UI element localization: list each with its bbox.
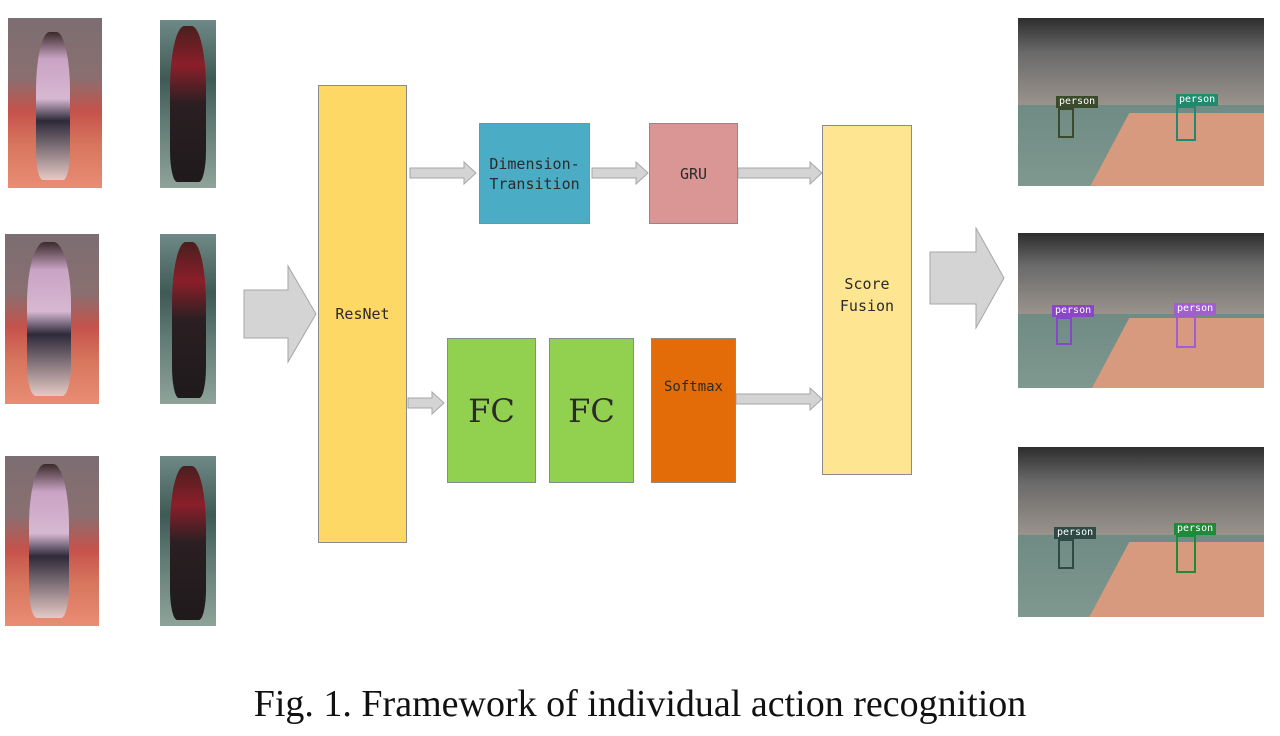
detection-box-left: [1058, 539, 1074, 569]
fc-1-label: FC: [468, 391, 515, 430]
output-frame-2: person person: [1018, 233, 1264, 388]
detection-box-left: [1058, 108, 1074, 138]
arrow-resnet-to-fc: [407, 390, 445, 416]
input-crop-player-2-frame-3: [160, 456, 216, 626]
detection-box-left: [1056, 317, 1072, 345]
dimension-transition-label-line-1: Dimension-: [489, 154, 580, 173]
input-arrow: [243, 264, 317, 364]
detection-label-right: person: [1174, 523, 1217, 535]
input-crop-player-1-frame-2: [5, 234, 99, 404]
score-fusion-block: Score Fusion: [822, 125, 912, 475]
detection-label-left: person: [1052, 305, 1095, 317]
fc-block-1: FC: [447, 338, 536, 483]
arrow-softmax-to-score-fusion: [735, 386, 823, 412]
output-arrow: [929, 226, 1005, 330]
figure-caption: Fig. 1. Framework of individual action r…: [253, 683, 1027, 725]
dimension-transition-block: Dimension- Transition: [479, 123, 590, 224]
detection-label-left: person: [1054, 527, 1097, 539]
gru-block: GRU: [649, 123, 738, 224]
softmax-label: Softmax: [663, 379, 723, 395]
detection-label-left: person: [1056, 96, 1099, 108]
gru-label: GRU: [679, 164, 708, 183]
fc-block-2: FC: [549, 338, 634, 483]
detection-box-right: [1176, 315, 1196, 348]
resnet-block: ResNet: [318, 85, 407, 543]
detection-box-right: [1176, 535, 1196, 573]
arrow-resnet-to-dimension-transition: [409, 160, 477, 186]
softmax-block: Softmax: [651, 338, 736, 483]
detection-label-right: person: [1174, 303, 1217, 315]
dimension-transition-label-line-2: Transition: [489, 174, 580, 193]
score-fusion-label-line-2: Fusion: [839, 297, 895, 315]
score-fusion-label-line-1: Score: [844, 275, 890, 293]
input-crop-player-1-frame-1: [8, 18, 102, 188]
fc-2-label: FC: [568, 391, 615, 430]
arrow-dimension-transition-to-gru: [591, 160, 649, 186]
resnet-label: ResNet: [335, 305, 390, 323]
detection-label-right: person: [1176, 94, 1219, 106]
output-frame-1: person person: [1018, 18, 1264, 186]
input-crop-player-1-frame-3: [5, 456, 99, 626]
input-crop-player-2-frame-1: [160, 20, 216, 188]
detection-box-right: [1176, 106, 1196, 141]
arrow-gru-to-score-fusion: [737, 160, 823, 186]
input-crop-player-2-frame-2: [160, 234, 216, 404]
output-frame-3: person person: [1018, 447, 1264, 617]
